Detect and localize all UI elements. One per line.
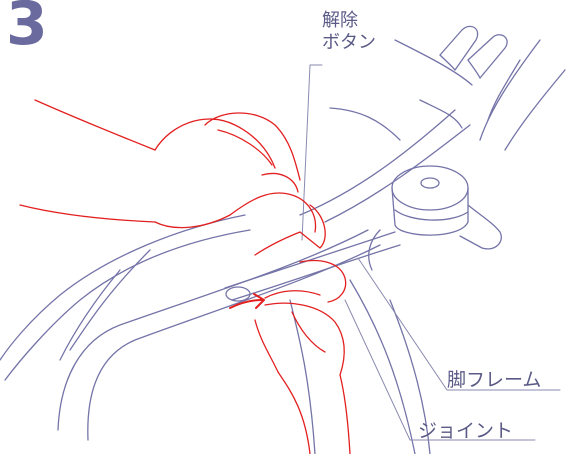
lower-hand — [254, 259, 351, 454]
release-button-label: 解除 ボタン — [322, 10, 376, 54]
leader-lines — [301, 64, 561, 441]
upper-hand — [19, 99, 326, 256]
release-button-label-line1: 解除 — [322, 10, 358, 31]
handle-grips — [439, 25, 508, 79]
leg-frame-label: 脚フレーム — [447, 369, 542, 391]
stroller-frame-tubes — [299, 39, 566, 223]
step-number: 3 — [6, 0, 48, 59]
rotate-arrow-icon — [229, 293, 265, 309]
leg-frame — [0, 214, 431, 454]
release-button-label-line2: ボタン — [322, 32, 376, 53]
joint-label: ジョイント — [418, 420, 514, 442]
joint-hub — [368, 165, 502, 271]
